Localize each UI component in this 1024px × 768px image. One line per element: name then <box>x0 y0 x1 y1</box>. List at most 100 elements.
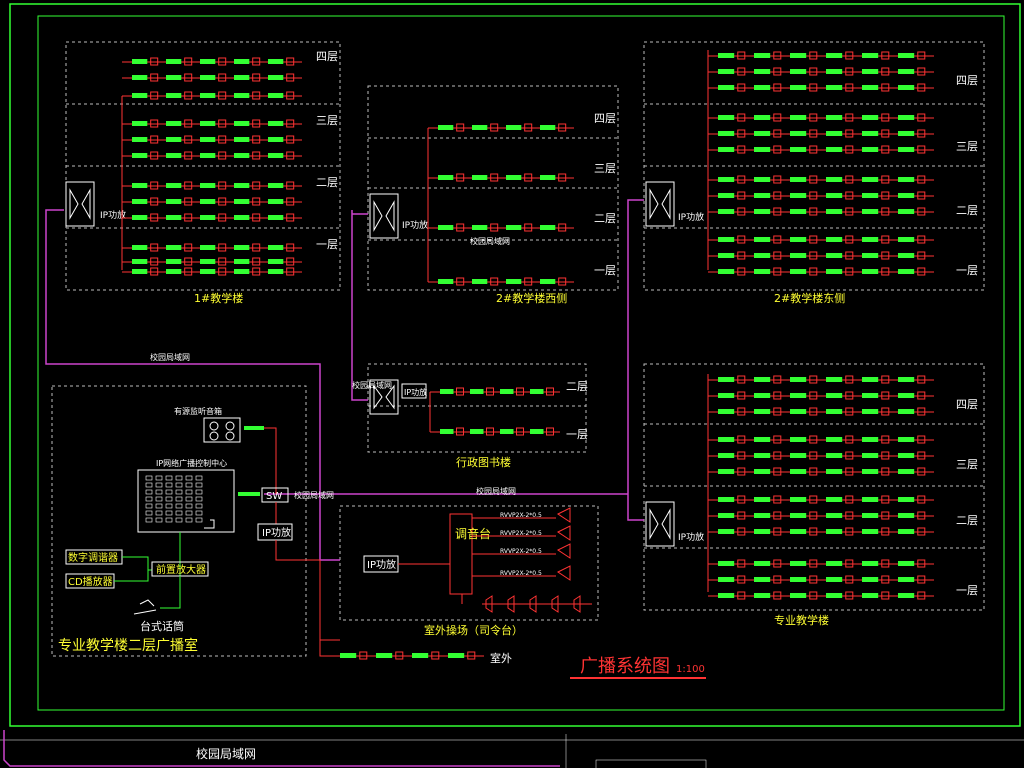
speaker-icon <box>881 235 890 244</box>
speaker-icon <box>737 83 746 92</box>
speaker-row <box>122 73 302 82</box>
speaker-cable <box>540 125 556 130</box>
speaker-icon <box>184 197 193 206</box>
speaker-cable <box>826 377 843 382</box>
outer-frame <box>9 3 1021 727</box>
speaker-cable <box>340 653 357 658</box>
speaker-icon <box>809 191 818 200</box>
speaker-cable <box>132 245 148 250</box>
speaker-cable <box>790 85 807 90</box>
cable-label: RVVP2X-2*0.5 <box>500 548 542 555</box>
speaker-cable <box>718 193 735 198</box>
speaker-cable <box>268 121 284 126</box>
speaker-cable <box>754 469 771 474</box>
speaker-cable <box>200 121 216 126</box>
admin-switch-label: IP功放 <box>404 387 427 397</box>
speaker-cable <box>862 561 879 566</box>
speaker-cable <box>718 269 735 274</box>
speaker-icon <box>845 575 854 584</box>
speaker-cable <box>472 225 488 230</box>
speaker-cable <box>132 259 148 264</box>
speaker-icon <box>773 267 782 276</box>
speaker-row <box>122 213 302 222</box>
speaker-row <box>708 391 934 400</box>
speaker-icon <box>286 91 295 100</box>
speaker-icon <box>773 391 782 400</box>
console-key <box>185 496 193 502</box>
speaker-cable <box>898 577 915 582</box>
b2w-floor-3: 三层 <box>594 162 616 175</box>
speaker-cable <box>790 529 807 534</box>
speaker-cable <box>862 409 879 414</box>
speaker-cable <box>166 59 182 64</box>
speaker-icon <box>456 223 465 232</box>
speaker-icon <box>917 207 926 216</box>
room-lan-top: 校园局域网 <box>294 490 334 500</box>
speaker-icon <box>809 267 818 276</box>
spec-floor-3: 三层 <box>956 458 978 471</box>
speaker-icon <box>773 435 782 444</box>
console-key <box>175 517 183 523</box>
speaker-icon <box>917 559 926 568</box>
speaker-icon <box>431 651 440 660</box>
speaker-icon <box>737 267 746 276</box>
speaker-icon <box>218 73 227 82</box>
speaker-cable <box>268 269 284 274</box>
speaker-icon <box>845 67 854 76</box>
speaker-cable <box>790 409 807 414</box>
speaker-cable <box>132 93 148 98</box>
speaker-row <box>430 387 560 396</box>
speaker-icon <box>286 73 295 82</box>
speaker-row <box>708 575 934 584</box>
console-key <box>165 482 173 488</box>
speaker-row <box>122 181 302 190</box>
speaker-icon <box>218 181 227 190</box>
speaker-cable <box>540 175 556 180</box>
speaker-cable <box>234 137 250 142</box>
speaker-icon <box>150 243 159 252</box>
speaker-cable <box>862 497 879 502</box>
speaker-icon <box>881 467 890 476</box>
speaker-row <box>340 651 484 660</box>
speaker-cable <box>862 177 879 182</box>
speaker-icon <box>809 175 818 184</box>
footer-lan-label: 校园局域网 <box>196 746 256 761</box>
speaker-cable <box>530 389 544 394</box>
speaker-cable <box>438 175 454 180</box>
speaker-cable <box>862 529 879 534</box>
speaker-icon <box>252 135 261 144</box>
speaker-icon <box>917 391 926 400</box>
speaker-row <box>708 375 934 384</box>
speaker-cable <box>506 125 522 130</box>
speaker-icon <box>490 223 499 232</box>
speaker-icon <box>845 235 854 244</box>
speaker-cable <box>506 225 522 230</box>
speaker-icon <box>809 235 818 244</box>
admin-floor-2: 二层 <box>566 380 588 393</box>
outdoor-name: 室外操场（司令台） <box>424 623 523 637</box>
speaker-icon <box>809 407 818 416</box>
speaker-cable <box>754 561 771 566</box>
speaker-icon <box>490 123 499 132</box>
speaker-icon <box>252 181 261 190</box>
speaker-cable <box>898 53 915 58</box>
speaker-icon <box>845 527 854 536</box>
speaker-icon <box>524 173 533 182</box>
speaker-icon <box>286 57 295 66</box>
spec-speaker-rows <box>708 375 934 600</box>
speaker-cable <box>132 121 148 126</box>
speaker-row <box>708 407 934 416</box>
speaker-cable <box>234 75 250 80</box>
speaker-cable <box>166 269 182 274</box>
speaker-icon <box>184 151 193 160</box>
speaker-icon <box>845 559 854 568</box>
speaker-row <box>428 123 574 132</box>
speaker-icon <box>286 213 295 222</box>
speaker-cable <box>234 245 250 250</box>
speaker-row <box>708 467 934 476</box>
speaker-icon <box>845 451 854 460</box>
console-key <box>195 489 203 495</box>
speaker-cable <box>790 193 807 198</box>
speaker-row <box>708 67 934 76</box>
b1-lan-label: 校园局域网 <box>150 352 190 362</box>
